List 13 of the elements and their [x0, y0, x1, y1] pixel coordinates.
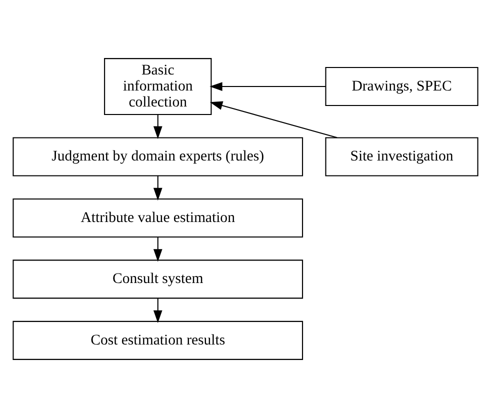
node-box: Judgment by domain experts (rules): [12, 137, 303, 176]
node-box: Consult system: [12, 260, 303, 299]
node-box: Cost estimation results: [12, 320, 303, 360]
arrow: [209, 101, 337, 138]
node-box: Attribute value estimation: [12, 198, 303, 238]
arrow: [152, 298, 162, 324]
arrow: [209, 82, 325, 91]
arrow: [152, 237, 162, 262]
node-box: Drawings, SPEC: [324, 67, 478, 106]
arrow: [152, 114, 162, 139]
node-box: Site investigation: [324, 137, 478, 176]
arrow: [152, 176, 162, 201]
node-box: Basic information collection: [104, 58, 212, 116]
